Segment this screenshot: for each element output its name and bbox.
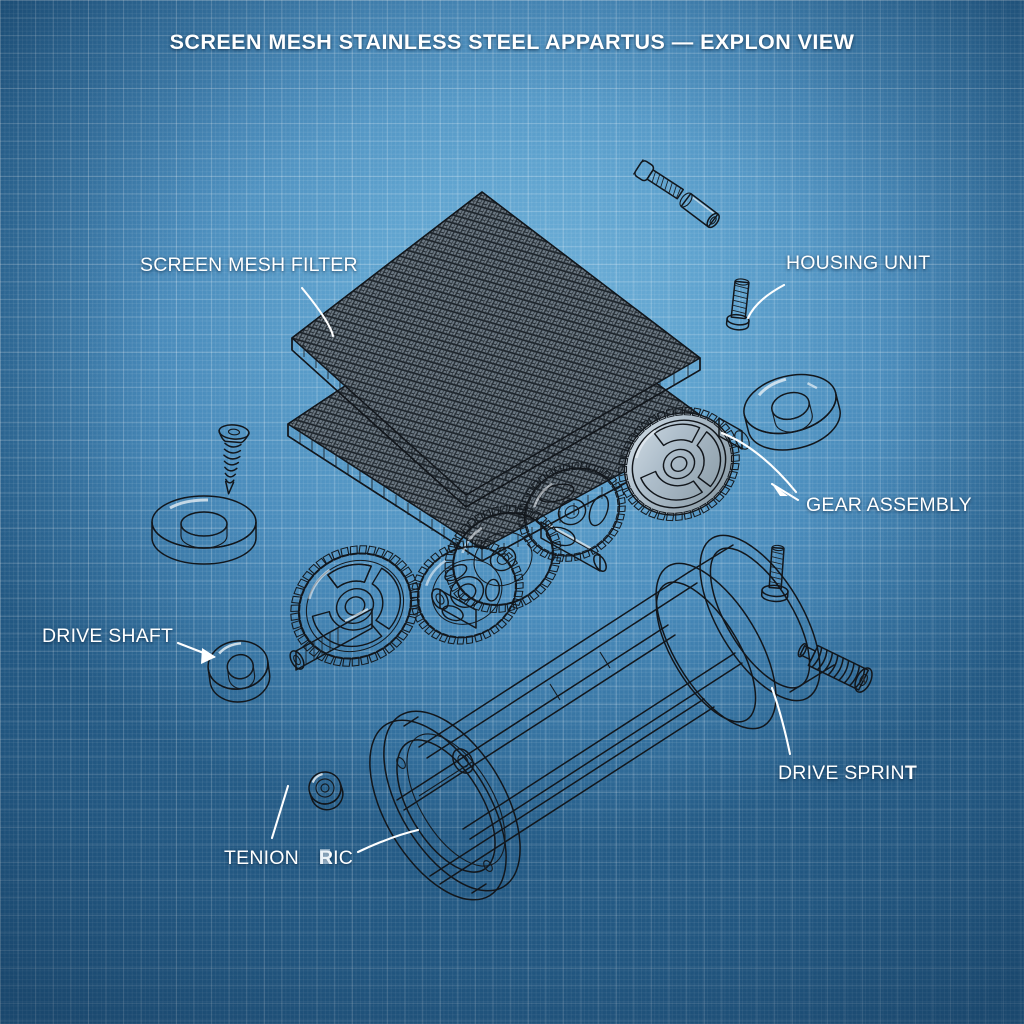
leader-drive-sprint <box>770 686 792 756</box>
part-sleeve-spacer <box>679 192 720 229</box>
part-gear-large-left <box>290 545 420 667</box>
leader-housing-unit <box>746 283 786 320</box>
callout-drive-sprint-tail: T <box>904 762 917 784</box>
part-gear-right <box>618 406 740 522</box>
callout-tenion-ric: TENION RIC <box>224 847 353 870</box>
callout-screen-mesh-filter: SCREEN MESH FILTER <box>140 254 358 276</box>
leader-tenion-ric <box>356 828 420 854</box>
part-bolt-lower-right <box>760 544 789 603</box>
part-housing-cage <box>369 534 835 901</box>
part-gear-right-hub <box>718 417 750 450</box>
callout-drive-shaft: DRIVE SHAFT <box>42 625 174 647</box>
part-ring-left <box>207 640 271 703</box>
part-wood-screw-left <box>218 424 250 495</box>
leader-lines <box>176 283 800 854</box>
part-bolt-flange-upper <box>725 278 750 331</box>
part-screw-coarse-right <box>797 643 873 693</box>
part-bolt-pan-top <box>632 159 685 200</box>
part-gear-flanged-shaft <box>540 521 607 572</box>
part-gear-mid-hub-boss <box>431 588 477 629</box>
part-gear-flanged <box>518 462 626 562</box>
callout-drive-sprint: DRIVE SPRINT <box>778 762 917 785</box>
callout-gear-assembly: GEAR ASSEMBLY <box>806 494 972 516</box>
callout-housing-unit: HOUSING UNIT <box>786 252 931 274</box>
part-drive-shaft-splined <box>289 608 373 671</box>
part-washer-large-right <box>743 373 841 451</box>
callout-tenion-ric-part1: TENION <box>224 847 299 869</box>
leader-screen-mesh-filter <box>300 286 335 338</box>
part-washer-large-left <box>151 495 257 565</box>
part-gear-mid-hub <box>410 539 524 645</box>
callout-tenion-ric-part2: R <box>318 847 334 869</box>
leader-gear-assembly <box>770 482 800 502</box>
part-bearing-small <box>308 771 344 811</box>
callout-drive-sprint-text: DRIVE SPRIN <box>778 762 905 784</box>
drawing-title: SCREEN MESH STAINLESS STEEL APPARTUS — E… <box>169 30 855 54</box>
callout-tenion-ric-part3: IC <box>333 847 354 869</box>
